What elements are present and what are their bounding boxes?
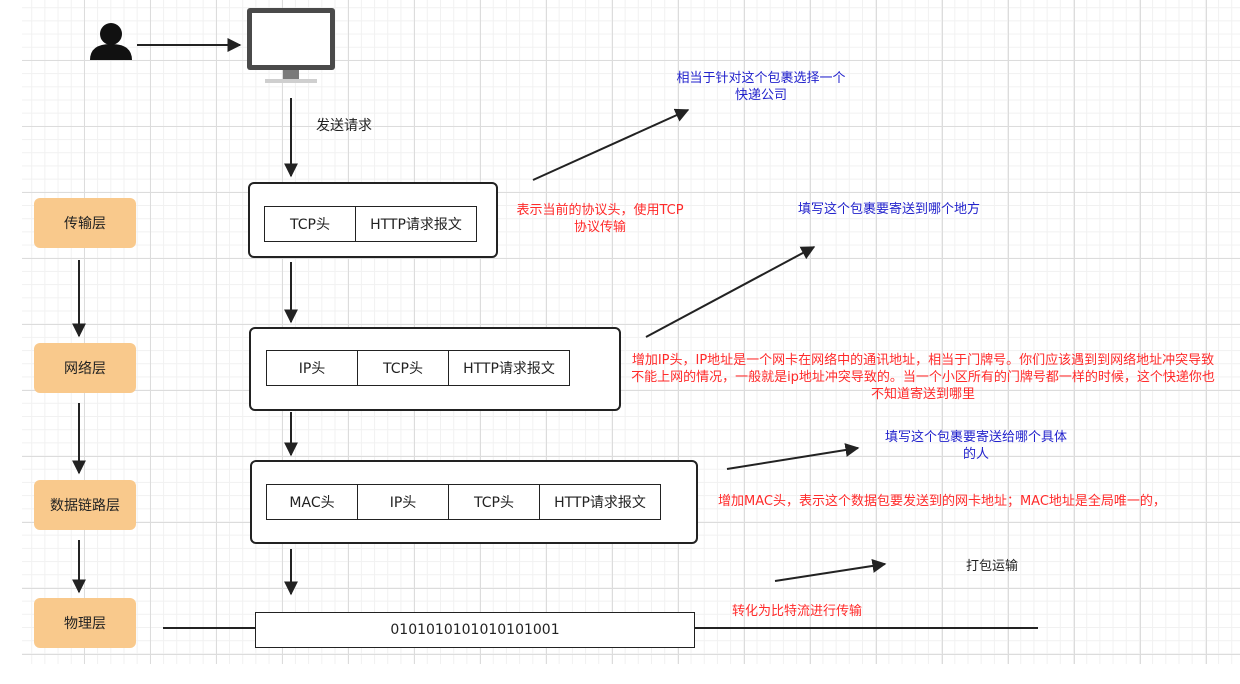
user-icon <box>90 23 132 60</box>
layer-transport: 传输层 <box>34 198 136 248</box>
transport-packet: TCP头 HTTP请求报文 <box>264 206 477 242</box>
packet-cell-http-message: HTTP请求报文 <box>463 361 555 377</box>
send-request-label: 发送请求 <box>316 118 372 134</box>
bitstream-box: 0101010101010101001 <box>255 612 695 648</box>
packet-cell-tcp-header: TCP头 <box>265 207 356 241</box>
datalink-packet: MAC头 IP头 TCP头 HTTP请求报文 <box>266 484 661 520</box>
diagram-canvas <box>22 0 1240 664</box>
layer-physical: 物理层 <box>34 598 136 648</box>
packet-cell-tcp-header: TCP头 <box>358 351 449 385</box>
packet-cell-mac-header: MAC头 <box>267 485 358 519</box>
network-packet: IP头 TCP头 HTTP请求报文 <box>266 350 570 386</box>
network-note-red: 增加IP头，IP地址是一个网卡在网络中的通讯地址，相当于门牌号。你们应该遇到到网… <box>631 353 1215 402</box>
transport-note-red: 表示当前的协议头，使用TCP协议传输 <box>516 203 684 235</box>
datalink-note-red: 增加MAC头，表示这个数据包要发送到的网卡地址；MAC地址是全局唯一的， <box>718 494 1166 509</box>
monitor-icon <box>247 8 335 83</box>
packet-cell-http-message: HTTP请求报文 <box>370 217 462 233</box>
layer-datalink: 数据链路层 <box>34 480 136 530</box>
datalink-annotation-arrow <box>726 443 860 470</box>
layer-network: 网络层 <box>34 343 136 393</box>
packet-cell-ip-header: IP头 <box>358 485 449 519</box>
transport-annotation-arrow <box>532 108 690 181</box>
transport-note-blue: 相当于针对这个包裹选择一个快递公司 <box>676 71 846 103</box>
physical-note: 打包运输 <box>965 559 1018 574</box>
physical-annotation-arrow <box>774 559 887 582</box>
datalink-note-blue: 填写这个包裹要寄送给哪个具体的人 <box>884 430 1067 462</box>
physical-note-red: 转化为比特流进行传输 <box>731 604 862 619</box>
network-annotation-arrow <box>645 246 816 338</box>
packet-cell-tcp-header: TCP头 <box>449 485 540 519</box>
connector-arrows <box>72 38 1038 629</box>
packet-cell-http-message: HTTP请求报文 <box>554 495 646 511</box>
network-note-blue: 填写这个包裹要寄送到哪个地方 <box>797 202 980 217</box>
packet-cell-ip-header: IP头 <box>267 351 358 385</box>
